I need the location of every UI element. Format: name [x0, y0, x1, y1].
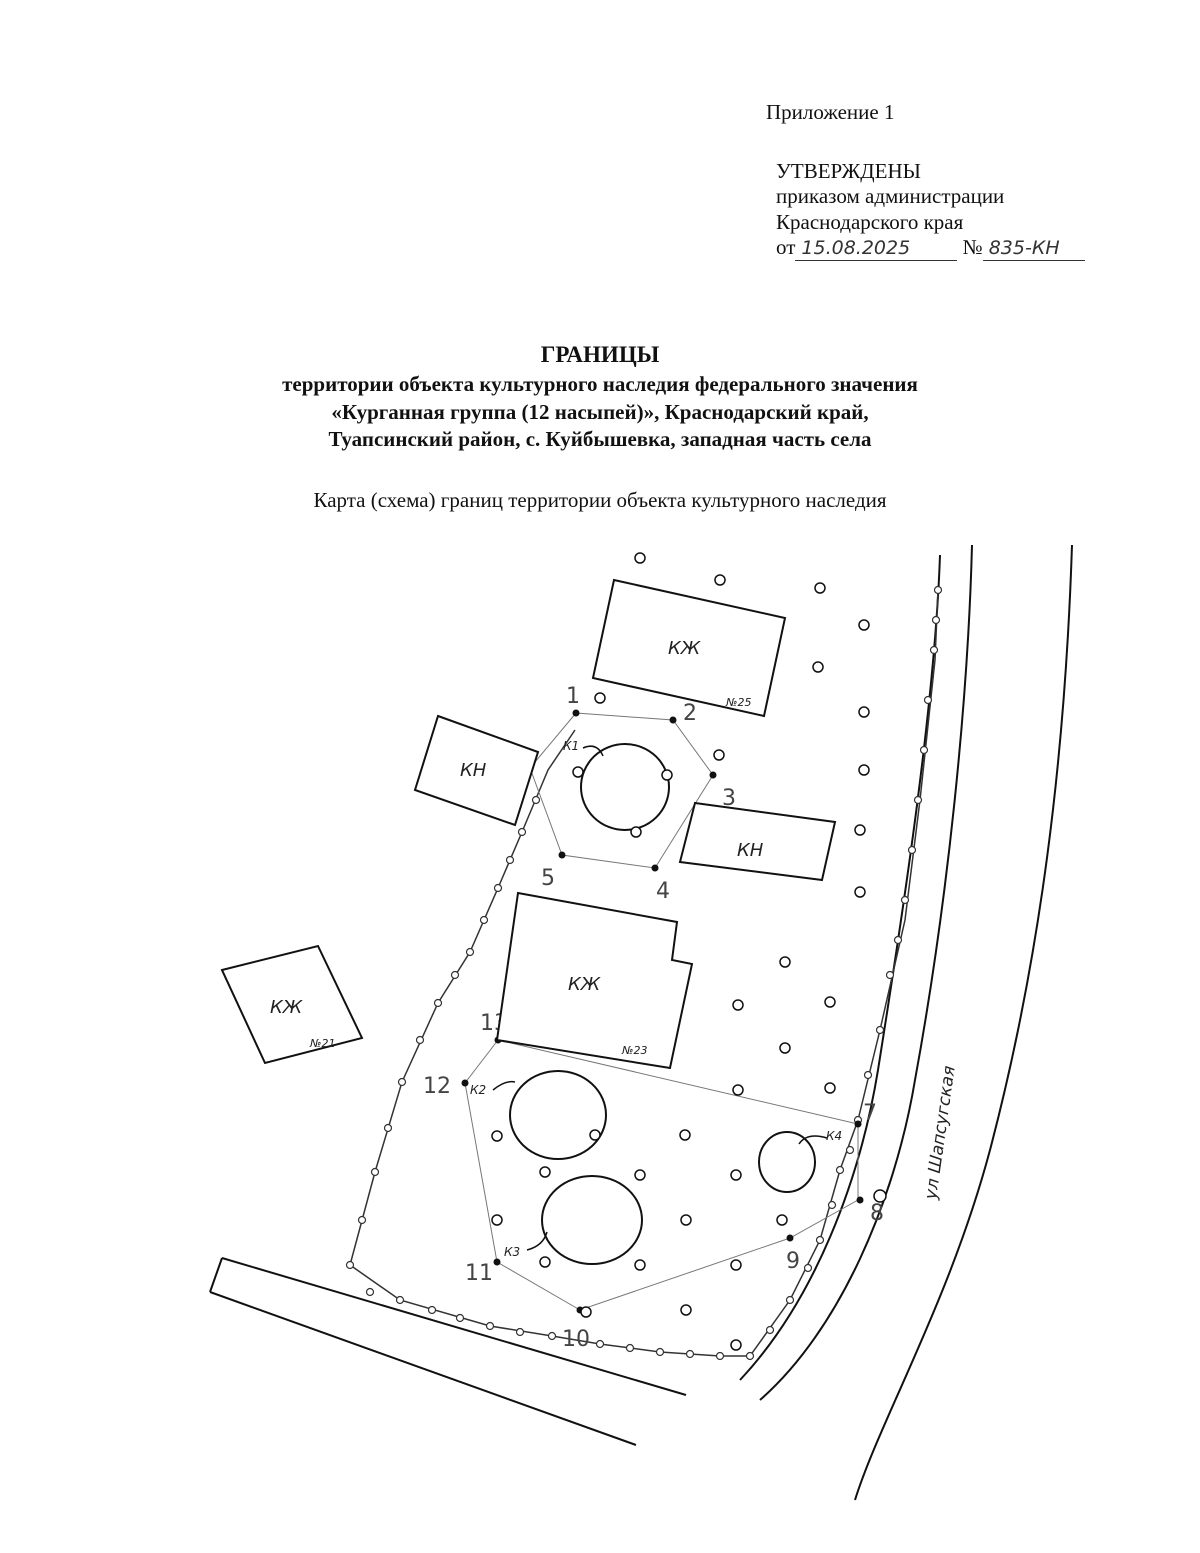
street-edge-mid [759, 544, 973, 1401]
kurgan-k1-label: К1 [563, 739, 579, 753]
kurgan-k3-label: К3 [504, 1245, 520, 1259]
by-order-line1: приказом администрации [776, 184, 1005, 209]
point-label-2: 2 [683, 701, 697, 726]
tree-markers [491, 552, 887, 1351]
kurgan-k2-mound [509, 1070, 607, 1160]
map-subtitle: Карта (схема) границ территории объекта … [313, 488, 887, 512]
title-line3: Туапсинский район, с. Куйбышевка, западн… [328, 427, 872, 452]
title-main: ГРАНИЦЫ [540, 342, 660, 367]
point-label-3: 3 [722, 786, 736, 811]
point-label-8: 8 [870, 1201, 884, 1226]
building-code: КН [737, 840, 764, 861]
building-kn-east: КН [678, 801, 837, 882]
building-number: №25 [725, 696, 751, 709]
point-label-7: 7 [863, 1101, 877, 1126]
street-edge-inner [739, 554, 941, 1381]
point-label-11: 11 [465, 1261, 493, 1286]
road-edge-upper [221, 1257, 687, 1396]
building-kzh-23: КЖ №23 [495, 891, 694, 1070]
date-prefix: от [776, 234, 796, 259]
number-prefix: № [962, 234, 983, 259]
appendix-label: Приложение 1 [766, 100, 895, 124]
order-number: 835-КН [982, 237, 1085, 261]
building-kzh-21: КЖ №21 [220, 944, 364, 1065]
road-edge-lower [209, 1291, 637, 1446]
point-label-4: 4 [656, 879, 670, 904]
building-kn-west: КН [413, 714, 540, 827]
point-label-5: 5 [541, 866, 555, 891]
building-kzh-25: КЖ №25 [591, 578, 787, 718]
building-code: КЖ [270, 997, 303, 1018]
title-line2: «Курганная группа (12 насыпей)», Краснод… [331, 399, 869, 424]
building-code: КЖ [568, 974, 601, 995]
street-label: ул Шапсугская [921, 1065, 960, 1202]
approved-label: УТВЕРЖДЕНЫ [776, 159, 921, 184]
point-label-10: 10 [562, 1327, 590, 1352]
order-date: 15.08.2025 [795, 237, 958, 261]
street-edge-outer [854, 544, 1073, 1501]
kurgan-k4-label: К4 [826, 1129, 842, 1143]
kurgan-k3-mound [541, 1175, 643, 1265]
building-code: КЖ [668, 638, 701, 659]
building-number: №23 [621, 1044, 647, 1057]
point-label-12: 12 [423, 1074, 451, 1099]
kurgan-k4-mound [758, 1131, 816, 1193]
title-line1: территории объекта культурного наследия … [282, 371, 918, 396]
by-order-line2: Краснодарского края [776, 209, 964, 234]
building-code: КН [460, 760, 487, 781]
approval-block: Приложение 1 УТВЕРЖДЕНЫ приказом админис… [766, 100, 1085, 261]
point-label-1: 1 [566, 684, 580, 709]
boundary-markers [345, 585, 943, 1361]
kurgan-k2-label: К2 [470, 1083, 486, 1097]
document-title: ГРАНИЦЫ территории объекта культурного н… [0, 340, 1200, 454]
road-end [209, 1257, 223, 1293]
building-number: №21 [309, 1037, 335, 1050]
kurgan-leaders [492, 745, 828, 1251]
contour-south [464, 1039, 859, 1311]
point-label-9: 9 [786, 1249, 800, 1274]
kurgan-k1-mound [580, 743, 670, 831]
